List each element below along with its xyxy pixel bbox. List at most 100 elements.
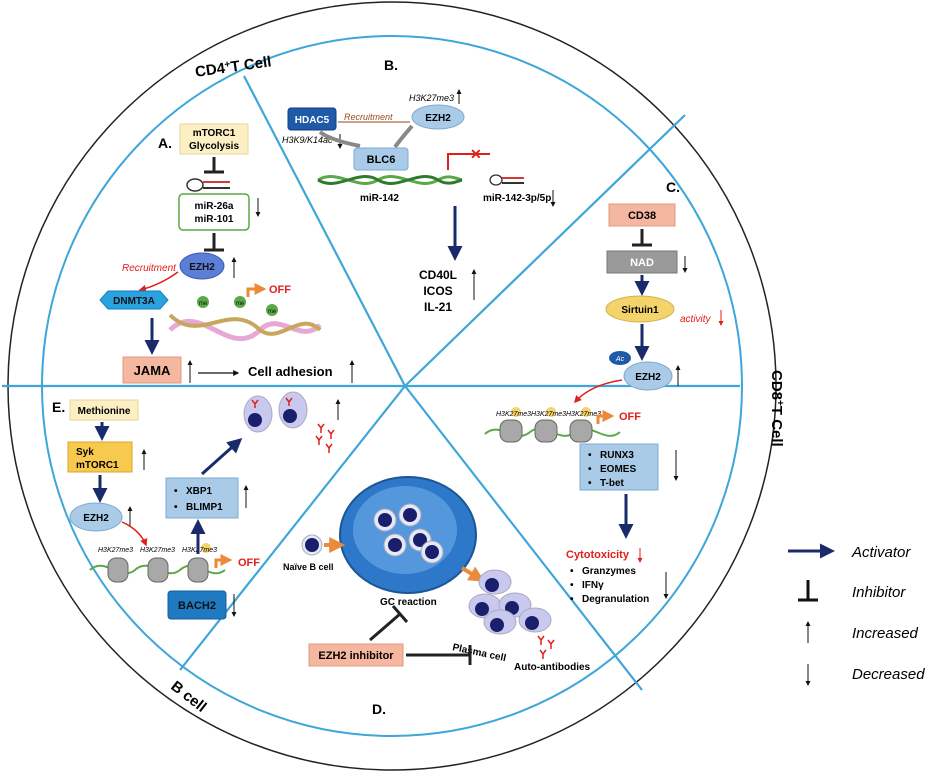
panel-a: A. mTORC1 Glycolysis miR-26a miR-101 EZH… <box>99 123 355 384</box>
sirtuin1-text: Sirtuin1 <box>621 305 659 316</box>
mir142-3p-text: miR-142-3p/5p <box>483 193 551 204</box>
legend-inhibitor-symbol <box>798 580 818 602</box>
glycolysis-text: Glycolysis <box>189 141 239 152</box>
off-text-a: OFF <box>269 284 291 296</box>
tbet-text: T-bet <box>600 478 625 489</box>
legend: Activator Inhibitor Increased Decreased <box>788 543 925 686</box>
bach2-box <box>167 590 227 620</box>
bcell-label: B cell <box>168 678 210 716</box>
ezh2-a <box>179 252 225 280</box>
svg-text:H3K27me3: H3K27me3 <box>182 547 217 554</box>
svg-text:H3K27me3: H3K27me3 <box>140 547 175 554</box>
svg-text:H3K27me3: H3K27me3 <box>531 411 566 418</box>
naive-b-text: Naïve B cell <box>283 562 334 572</box>
nucleosomes-e <box>89 543 226 583</box>
svg-text:H3K27me3: H3K27me3 <box>98 547 133 554</box>
plasma-cells <box>468 569 552 635</box>
recruitment-b: Recruitment <box>344 112 393 122</box>
panel-c-letter: C. <box>666 179 680 195</box>
gc-reaction-text: GC reaction <box>380 597 437 608</box>
svg-text:•: • <box>570 566 574 577</box>
svg-text:H3K27me3: H3K27me3 <box>496 411 531 418</box>
nad-text: NAD <box>630 257 654 269</box>
panel-d: D. Naïve B cell GC reaction Plasma cell … <box>283 476 591 717</box>
activity-text: activity <box>680 314 712 325</box>
mir101-text: miR-101 <box>195 214 234 225</box>
recruitment-arrow-c <box>574 379 623 404</box>
hdac5-text: HDAC5 <box>295 115 330 126</box>
svg-text:•: • <box>570 594 574 605</box>
nucleosomes-c <box>484 407 621 443</box>
inhibitor-gc <box>369 605 409 642</box>
icos-text: ICOS <box>423 284 452 298</box>
legend-decreased-text: Decreased <box>852 666 925 683</box>
off-arrow-c <box>596 410 615 424</box>
ezh2-c <box>623 361 673 391</box>
arrow-xbp1-plasma <box>200 437 243 476</box>
plasma-cell-text: Plasma cell <box>451 642 507 664</box>
bach2-text: BACH2 <box>178 600 216 612</box>
svg-text:•: • <box>570 580 574 591</box>
eomes-text: EOMES <box>600 464 636 475</box>
cell-adhesion-text: Cell adhesion <box>248 364 333 379</box>
legend-inhibitor-text: Inhibitor <box>852 584 906 601</box>
mtorc1-text: mTORC1 <box>193 128 236 139</box>
hdac5-box <box>287 107 337 131</box>
panel-b-letter: B. <box>384 57 398 73</box>
methionine-text: Methionine <box>78 406 131 417</box>
h3k9-text: H3K9/K14ac <box>282 135 333 145</box>
inhibitor-mtorc1-mir <box>204 157 224 174</box>
mir142-text: miR-142 <box>360 193 399 204</box>
legend-activator-text: Activator <box>851 544 911 561</box>
recruitment-arrow-a <box>138 271 179 293</box>
blimp1-text: BLIMP1 <box>186 502 223 513</box>
syk-box <box>67 441 133 473</box>
ezh2-e-text: EZH2 <box>83 513 109 524</box>
panel-e-letter: E. <box>52 399 65 415</box>
ezh2-b <box>411 104 465 130</box>
blocked-arrow <box>447 153 490 170</box>
auto-antibodies-text: Auto-antibodies <box>514 662 591 673</box>
svg-text:•: • <box>588 450 592 461</box>
svg-text:me: me <box>268 309 277 315</box>
ezh2-inhibitor-box <box>308 643 404 667</box>
gc-b-cells <box>373 503 444 564</box>
panel-e: E. Methionine Syk mTORC1 EZH2 H3K27me3 H… <box>52 391 341 620</box>
methionine-box <box>69 399 139 421</box>
me-dot-1 <box>197 296 209 308</box>
ezh2-e <box>69 502 123 532</box>
antibodies-e <box>251 397 335 453</box>
inhibitor-cd38-nad <box>632 229 652 247</box>
hairpin-icon <box>186 178 230 192</box>
me-dot-2 <box>234 296 246 308</box>
svg-text:me: me <box>236 301 245 307</box>
ezh2-a-text: EZH2 <box>189 262 215 273</box>
me-dot-3 <box>266 304 278 316</box>
mtorc1-box <box>179 123 249 155</box>
recruitment-arrow-e <box>121 521 148 547</box>
antibodies-d <box>537 635 555 659</box>
cd38-box <box>608 203 676 227</box>
il21-text: IL-21 <box>424 300 452 314</box>
dna-helix-a <box>168 318 322 342</box>
ezh2-c-text: EZH2 <box>635 372 661 383</box>
blc6-text: BLC6 <box>367 154 396 166</box>
tf-box-c <box>579 443 659 491</box>
panel-b: B. HDAC5 Recruitment H3K27me3 EZH2 H3K9/… <box>282 57 556 314</box>
off-text-c: OFF <box>619 411 641 423</box>
runx3-text: RUNX3 <box>600 450 634 461</box>
ezh2-inhibitor-text: EZH2 inhibitor <box>318 650 394 662</box>
jama-text: JAMA <box>134 363 171 378</box>
granzymes-text: Granzymes <box>582 566 636 577</box>
sector-dividers <box>2 75 740 691</box>
panel-c: C. CD38 NAD Sirtuin1 activity Ac EZH2 H3… <box>484 179 724 605</box>
svg-text:me: me <box>199 301 208 307</box>
panel-a-letter: A. <box>158 135 172 151</box>
degranulation-text: Degranulation <box>582 594 649 605</box>
ezh2-b-text: EZH2 <box>425 113 451 124</box>
cd8-label: CD8+T Cell <box>768 370 786 447</box>
nad-box <box>606 250 678 274</box>
mir26a-text: miR-26a <box>195 201 234 212</box>
xbp1-box <box>165 477 239 519</box>
cd38-text: CD38 <box>628 210 656 222</box>
